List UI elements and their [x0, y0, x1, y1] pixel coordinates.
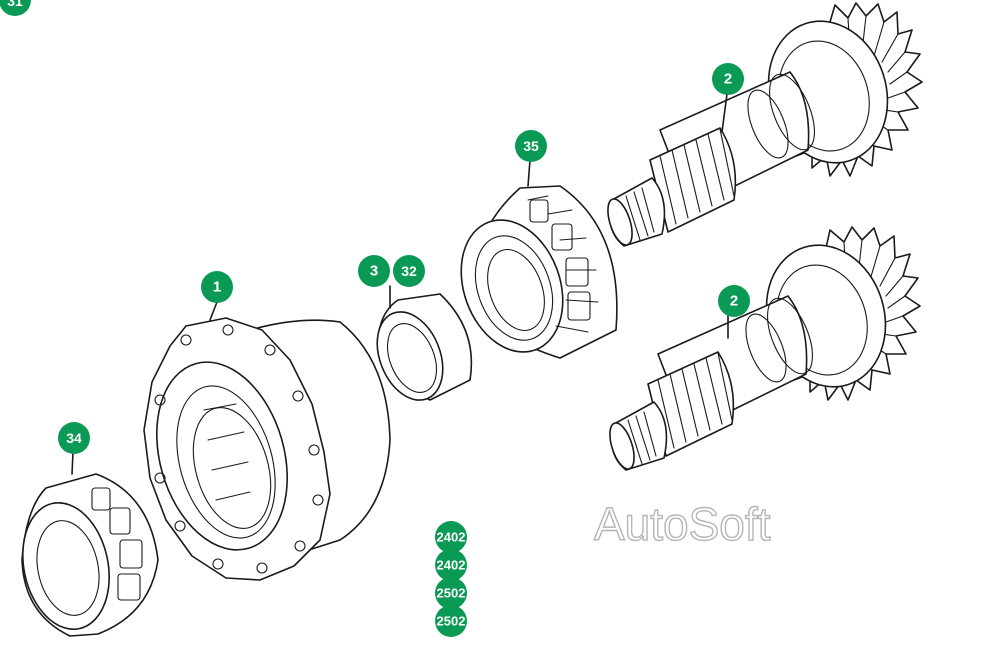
- svg-text:34: 34: [66, 430, 82, 446]
- bearing-cone-35[interactable]: [444, 185, 618, 366]
- callout-2502-b[interactable]: 2502: [435, 605, 467, 637]
- callout-2402-a[interactable]: 2402: [435, 521, 467, 553]
- svg-text:35: 35: [523, 138, 539, 154]
- callout-31[interactable]: 31: [0, 0, 31, 16]
- leader-lines: [71, 93, 729, 475]
- bearing-housing-1[interactable]: [136, 317, 391, 581]
- callout-32[interactable]: 32: [393, 255, 425, 287]
- callout-35[interactable]: 35: [515, 130, 547, 162]
- bearing-cup-3[interactable]: [365, 293, 473, 410]
- callout-2-upper[interactable]: 2: [712, 63, 744, 95]
- callout-34[interactable]: 34: [58, 422, 90, 454]
- svg-text:2502: 2502: [437, 586, 466, 601]
- svg-text:2: 2: [730, 293, 738, 310]
- callouts: 31 2 35 3 32 1 2 34: [0, 0, 750, 637]
- svg-text:3: 3: [370, 263, 378, 280]
- callout-3[interactable]: 3: [358, 255, 390, 287]
- pinion-shaft-upper[interactable]: [603, 2, 923, 248]
- bearing-cone-34[interactable]: [12, 473, 159, 637]
- callout-1[interactable]: 1: [201, 271, 233, 303]
- svg-text:2502: 2502: [437, 614, 466, 629]
- svg-text:1: 1: [213, 279, 221, 296]
- callout-2502-a[interactable]: 2502: [435, 577, 467, 609]
- svg-text:2: 2: [724, 71, 732, 88]
- pinion-shaft-lower[interactable]: [605, 226, 921, 472]
- svg-text:31: 31: [7, 0, 23, 9]
- svg-text:2402: 2402: [437, 530, 466, 545]
- svg-text:2402: 2402: [437, 558, 466, 573]
- watermark-text: AutoSoft: [594, 498, 771, 550]
- svg-text:32: 32: [401, 263, 417, 279]
- callout-2-lower[interactable]: 2: [718, 285, 750, 317]
- callout-2402-b[interactable]: 2402: [435, 549, 467, 581]
